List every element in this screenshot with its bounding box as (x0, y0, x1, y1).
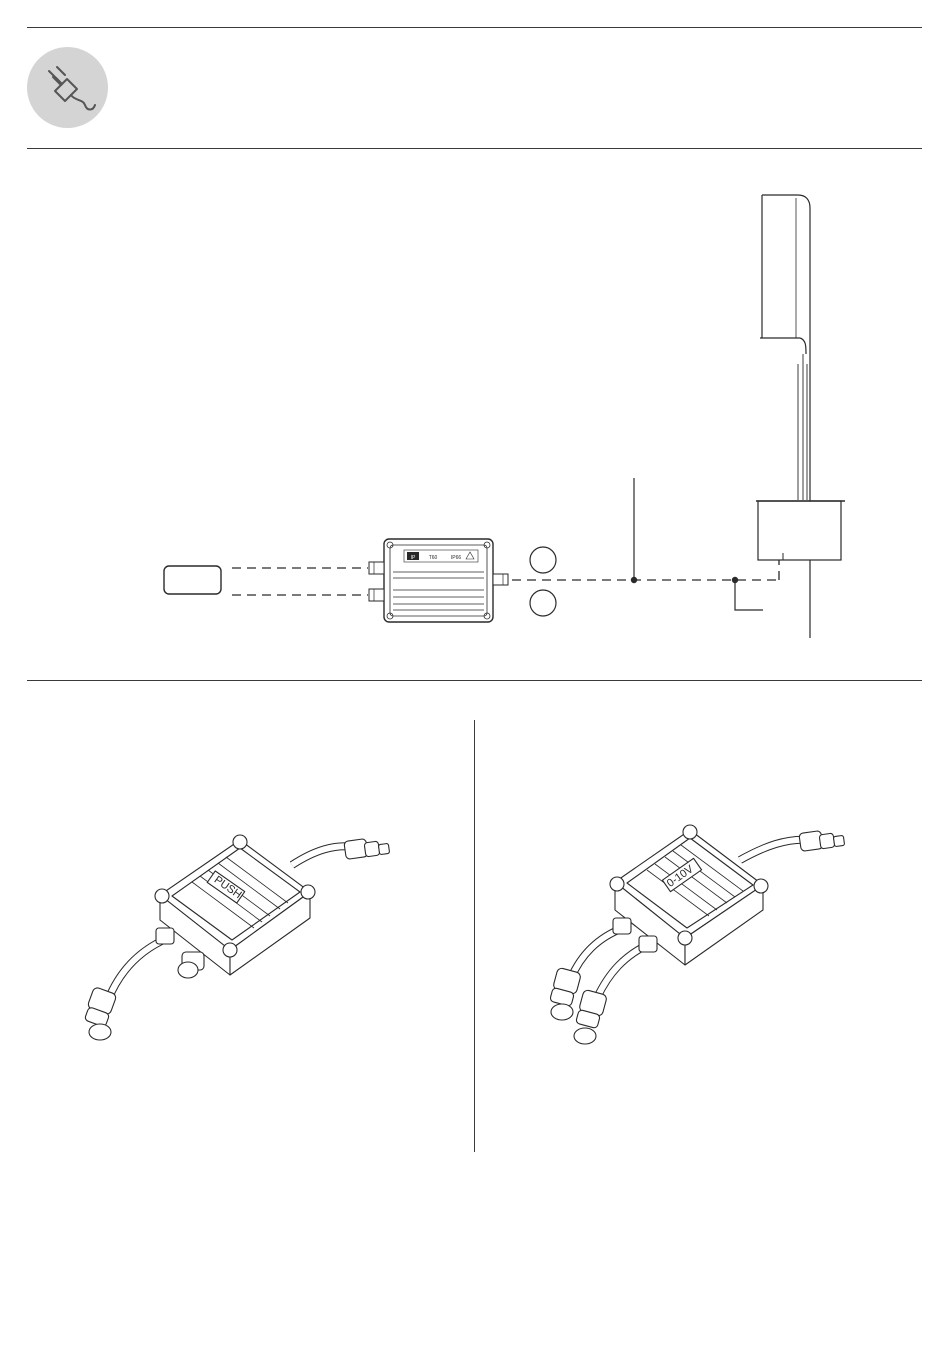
callout-circle-top (530, 547, 556, 573)
plug-icon (27, 47, 108, 128)
dimmer-label-badge: IP (411, 555, 416, 561)
luminaire (756, 195, 845, 638)
diagram-bottom-rule (27, 680, 922, 681)
variant-0-10v-illustration: 0-10V (525, 810, 925, 1070)
dimmer-box: IP T60 IP66 (369, 539, 508, 622)
header-icon-badge (27, 47, 108, 128)
variant-push-illustration: PUSH (60, 810, 460, 1070)
source-box (164, 566, 221, 594)
callout-circle-bottom (530, 590, 556, 616)
dimmer-label-ip: IP66 (451, 555, 462, 561)
variants-divider (474, 720, 475, 1152)
dimmer-label-temp: T60 (429, 555, 438, 561)
wiring-diagram: IP T60 IP66 (0, 148, 950, 688)
leader-line-2 (735, 580, 763, 610)
top-rule (27, 27, 922, 28)
